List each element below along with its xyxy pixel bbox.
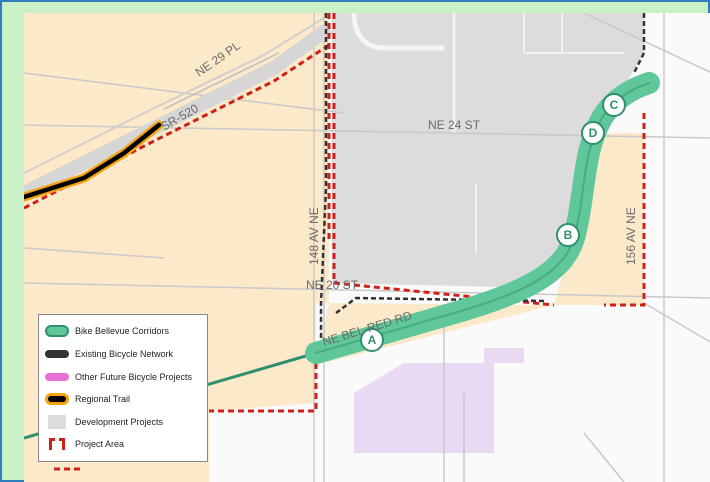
legend-item-corridors: Bike Bellevue Corridors [39, 323, 207, 339]
corridor-swatch [45, 325, 69, 337]
marker-label-a: A [368, 333, 377, 347]
highway-sr520 [24, 22, 334, 200]
highway-sr520-edge [24, 17, 325, 174]
future-projects-swatch [45, 373, 69, 381]
development-street [523, 13, 624, 54]
legend-item-project-area: Project Area [39, 436, 207, 452]
marker-label-c: C [610, 98, 619, 112]
existing-network-swatch [45, 350, 69, 358]
highway-sr520-edge [163, 52, 280, 110]
corridor-marker-a[interactable]: A [360, 328, 384, 352]
label-148-av-ne: 148 AV NE [307, 207, 321, 265]
label-ne-20-st: NE 20 ST [306, 278, 359, 292]
future-project-patch [354, 363, 494, 453]
corridor-marker-b[interactable]: B [556, 223, 580, 247]
corridor-marker-c[interactable]: C [602, 93, 626, 117]
regional-trail-swatch [45, 393, 69, 405]
map-canvas[interactable]: A B C D NE 29 PL SR-520 NE 24 ST NE 20 S… [24, 13, 710, 482]
project-area-swatch [49, 438, 65, 450]
map-legend: Bike Bellevue Corridors Existing Bicycle… [38, 314, 208, 462]
legend-item-regional-trail: Regional Trail [39, 391, 207, 407]
regional-trail-core [24, 122, 162, 200]
label-156-av-ne: 156 AV NE [624, 207, 638, 265]
legend-item-development: Development Projects [39, 414, 207, 430]
development-street [351, 13, 444, 51]
project-area-fill-east [554, 133, 644, 305]
legend-item-existing-network: Existing Bicycle Network [39, 346, 207, 362]
legend-item-future-projects: Other Future Bicycle Projects [39, 369, 207, 385]
existing-bicycle-network [319, 13, 646, 343]
marker-label-d: D [589, 126, 598, 140]
development-swatch [48, 415, 66, 429]
development-area [332, 13, 644, 288]
label-ne-24-st: NE 24 ST [428, 118, 481, 132]
marker-label-b: B [564, 228, 573, 242]
corridor-marker-d[interactable]: D [581, 121, 605, 145]
future-project-patch-small [484, 348, 524, 363]
